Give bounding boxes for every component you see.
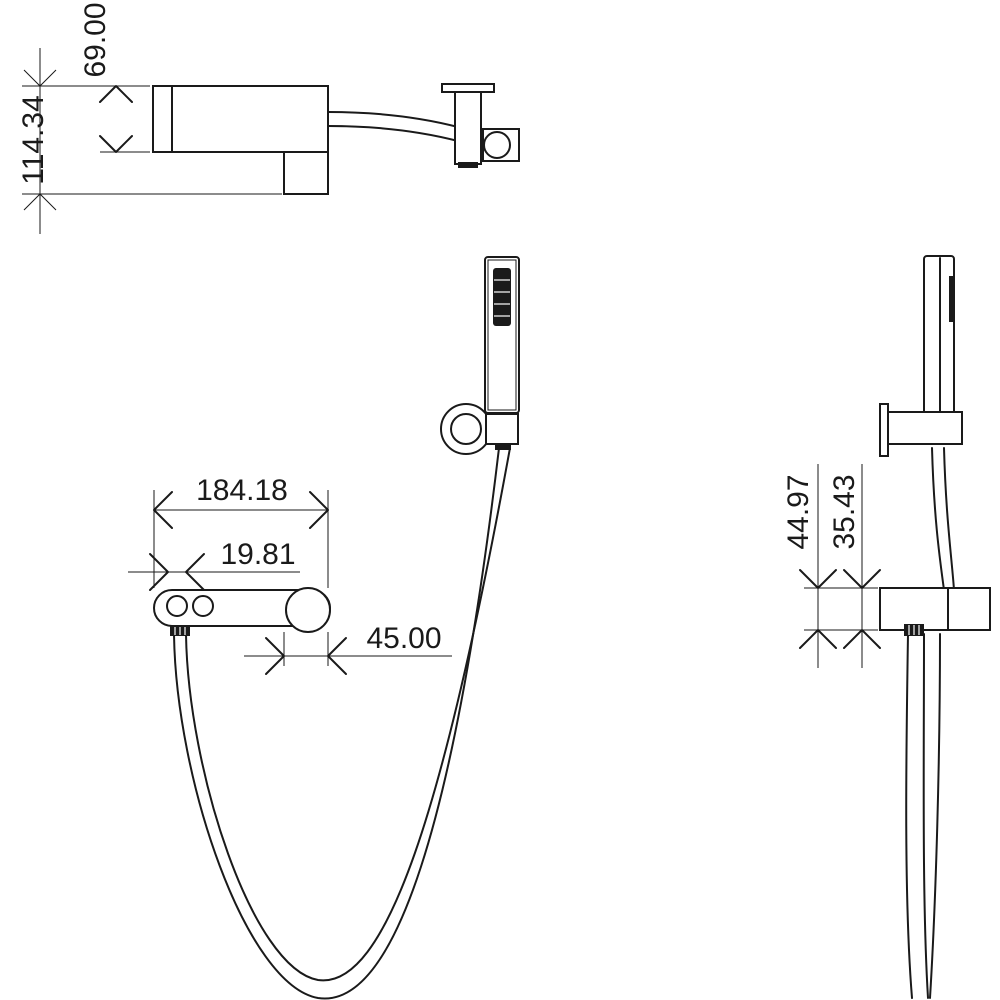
dim-35-label: 35.43 bbox=[828, 474, 861, 549]
dim-184-label: 184.18 bbox=[196, 474, 288, 507]
front-view-control-knob-1 bbox=[166, 595, 188, 617]
dim-69-arrow-top bbox=[99, 85, 133, 103]
dim-69-label: 69.00 bbox=[79, 2, 112, 77]
side-view-rear-hose-2 bbox=[943, 447, 955, 591]
side-view-rear-hose-3 bbox=[929, 633, 941, 999]
dim-44-label: 44.97 bbox=[782, 474, 815, 549]
dim-114-label: 114.34 bbox=[17, 95, 50, 185]
top-view-holder-ring bbox=[483, 131, 511, 159]
top-view-bracket-nut bbox=[458, 162, 478, 168]
dim-19-arrow-right bbox=[185, 553, 205, 591]
top-view-hose-lower bbox=[327, 125, 459, 142]
dim-69-arrow-bottom bbox=[99, 135, 133, 153]
side-view-bracket-plate bbox=[879, 403, 889, 457]
dim-45-label: 45.00 bbox=[366, 622, 441, 655]
front-view-spout bbox=[285, 587, 331, 633]
front-view-spray-face bbox=[493, 268, 511, 326]
side-view-spray-face bbox=[949, 276, 954, 322]
front-view-holder-clip bbox=[485, 413, 519, 445]
front-view-holder-ring-inner bbox=[450, 413, 482, 445]
side-view-rear-hose-1 bbox=[931, 447, 945, 591]
top-view-mixer-body bbox=[152, 85, 329, 153]
front-view-hose-outer bbox=[173, 447, 500, 1000]
front-view-shower-nut bbox=[495, 444, 511, 450]
dim-114-arrow-bottom bbox=[23, 193, 57, 211]
dim-114-arrow-top bbox=[23, 69, 57, 87]
top-view-hose-upper bbox=[327, 111, 459, 128]
top-view-spout bbox=[283, 151, 329, 195]
dim-45-arrow-right bbox=[327, 637, 347, 675]
side-view-hose-left bbox=[905, 633, 913, 999]
dim-19-label: 19.81 bbox=[220, 538, 295, 571]
top-view-bracket-stem bbox=[454, 91, 482, 165]
side-view-bracket-arm bbox=[887, 411, 963, 445]
dim-19-arrow-left bbox=[149, 553, 169, 591]
dim-35-arrow-top bbox=[843, 569, 881, 589]
top-view: 114.34 69.00 bbox=[17, 2, 520, 234]
side-view: 44.97 35.43 bbox=[782, 255, 991, 999]
front-view: 184.18 19.81 45.00 bbox=[128, 256, 520, 1000]
dim-184-arrow-left bbox=[153, 491, 173, 529]
dim-44-arrow-bottom bbox=[799, 629, 837, 649]
side-view-hose-right bbox=[922, 633, 929, 999]
dim-184-arrow-right bbox=[309, 491, 329, 529]
dim-45-arrow-left bbox=[265, 637, 285, 675]
front-view-control-knob-2 bbox=[192, 595, 214, 617]
front-view-hose-inner bbox=[185, 447, 511, 982]
top-view-bracket-plate bbox=[441, 83, 495, 93]
dim-35-arrow-bottom bbox=[843, 629, 881, 649]
dim-44-arrow-top bbox=[799, 569, 837, 589]
side-view-mixer-body bbox=[879, 587, 991, 631]
